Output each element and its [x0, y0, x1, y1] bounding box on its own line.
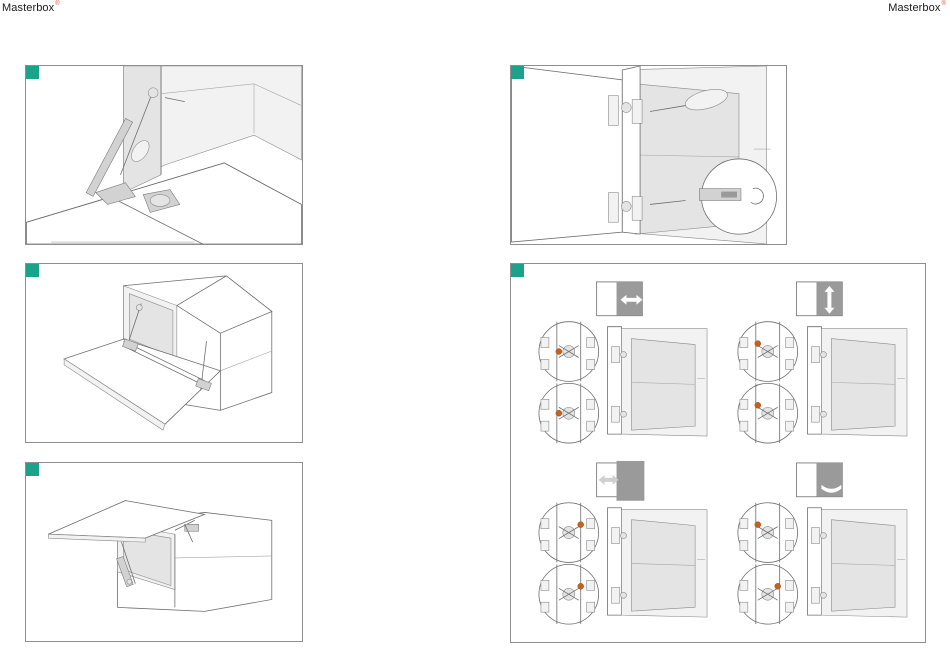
registered-mark-left: ® — [55, 1, 60, 7]
flap-open-illustration — [26, 264, 302, 442]
brand-logo-left: Masterbox® — [2, 2, 60, 14]
adjustment-rotate-icon — [797, 463, 843, 497]
brand-name-right: Masterbox — [888, 2, 940, 14]
step-marker — [511, 66, 524, 79]
step-marker — [511, 264, 524, 277]
step-marker — [26, 463, 39, 476]
step-panel-mount-stay — [25, 65, 303, 245]
adjustment-vertical-icon — [797, 282, 843, 316]
brand-name-left: Masterbox — [2, 2, 54, 14]
step-marker — [26, 264, 39, 277]
hinge-screw-illustration — [511, 66, 786, 244]
brand-logo-right: Masterbox® — [888, 2, 946, 14]
adjustment-horizontal-icon — [597, 282, 643, 316]
adjustment-depth-icon — [597, 461, 645, 501]
hinge-adjustment-illustration — [511, 264, 925, 642]
step-panel-hinge-screw — [510, 65, 787, 245]
step-panel-flap-open — [25, 263, 303, 443]
step-panel-hinge-adjustments — [510, 263, 926, 643]
step-marker — [26, 66, 39, 79]
registered-mark-right: ® — [941, 1, 946, 7]
mount-stay-illustration — [26, 66, 302, 244]
flap-angled-illustration — [26, 463, 302, 641]
step-panel-flap-angled — [25, 462, 303, 642]
